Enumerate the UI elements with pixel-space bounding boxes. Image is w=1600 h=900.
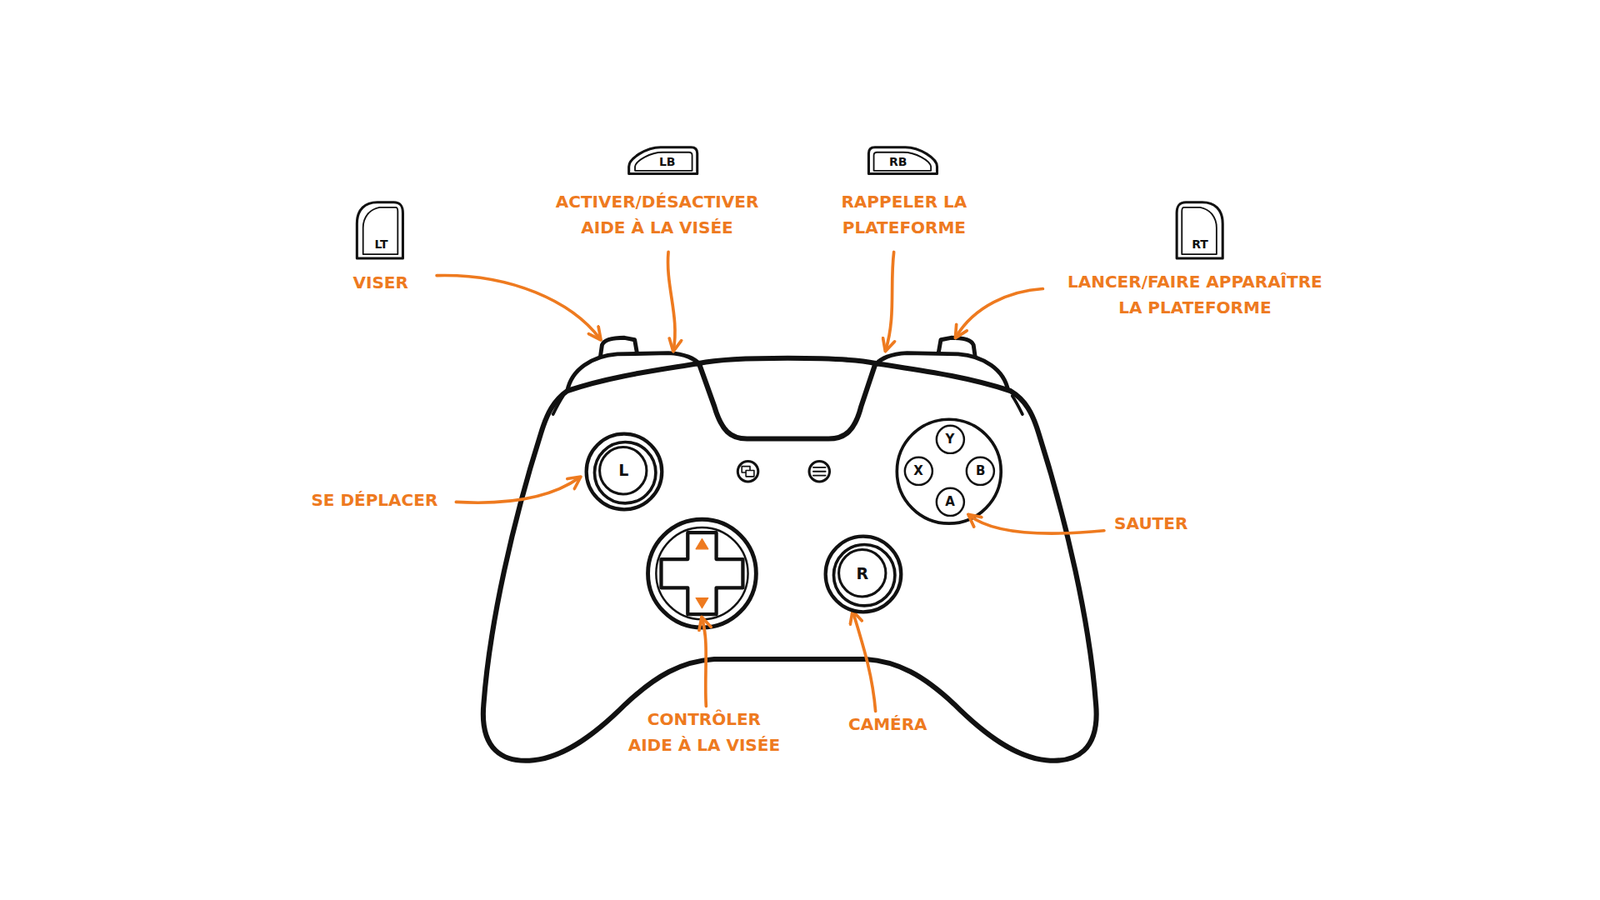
view-button bbox=[737, 460, 758, 481]
face-button-ring bbox=[896, 419, 1001, 524]
face-button-circle bbox=[905, 457, 933, 485]
button-letter: LT bbox=[374, 238, 388, 250]
button-letter: LB bbox=[659, 155, 676, 168]
callout-label: SE DÉPLACER bbox=[310, 487, 438, 514]
bumper-outline bbox=[628, 146, 697, 174]
trigger-inner bbox=[1181, 207, 1217, 255]
thumbstick: L bbox=[583, 430, 665, 513]
face-button: Y bbox=[935, 424, 966, 455]
bumper-icon bbox=[628, 146, 697, 174]
button-letter: A bbox=[945, 495, 955, 509]
controller-body bbox=[483, 337, 1097, 760]
shoulder-button-icon: LT bbox=[350, 199, 409, 260]
leader-line bbox=[455, 477, 580, 503]
callout-label: ACTIVER/DÉSACTIVER AIDE À LA VISÉE bbox=[555, 189, 760, 241]
dpad-ring bbox=[648, 519, 757, 628]
leader-line bbox=[969, 515, 1105, 534]
stick-ring bbox=[833, 545, 895, 606]
trigger-icon bbox=[1176, 201, 1223, 258]
trigger-outline bbox=[357, 201, 404, 258]
button-letter: R bbox=[856, 565, 870, 582]
leader-lines bbox=[436, 251, 1105, 711]
shoulder-button-icon: LB bbox=[625, 144, 700, 177]
face-button-circle bbox=[935, 488, 964, 516]
callout-label: RAPPELER LA PLATEFORME bbox=[826, 189, 982, 241]
face-button: B bbox=[965, 455, 996, 487]
stick-cap bbox=[600, 446, 647, 494]
thumbstick: R bbox=[822, 533, 905, 615]
face-button: A bbox=[935, 486, 966, 518]
dpad-ring bbox=[655, 527, 748, 620]
callout-label: CONTRÔLER AIDE À LA VISÉE bbox=[626, 706, 781, 759]
callout-label: LANCER/FAIRE APPARAÎTRE LA PLATEFORME bbox=[1066, 269, 1324, 321]
trigger-icon bbox=[357, 201, 404, 258]
stick-ring bbox=[595, 441, 656, 503]
face-button: X bbox=[903, 455, 935, 487]
leader-line bbox=[885, 251, 895, 350]
leader-line bbox=[853, 612, 876, 712]
shoulder-line bbox=[1012, 395, 1023, 415]
menu-button bbox=[809, 460, 830, 481]
bumper-inner bbox=[635, 151, 693, 170]
button-outline bbox=[1171, 199, 1230, 260]
leader-line bbox=[701, 618, 706, 706]
shoulder-button-icon: RT bbox=[1171, 199, 1230, 260]
callout-label: SAUTER bbox=[1114, 510, 1188, 537]
trigger-outline bbox=[1176, 201, 1223, 258]
view-icon bbox=[745, 470, 755, 476]
bumper-inner bbox=[873, 151, 931, 170]
top-edge bbox=[699, 358, 876, 364]
leader-line bbox=[955, 289, 1043, 338]
shoulder-button-icon: RB bbox=[866, 144, 940, 177]
leader-line bbox=[436, 275, 600, 339]
menu-icon bbox=[813, 467, 826, 476]
button-outline bbox=[350, 199, 409, 260]
face-button-circle bbox=[966, 457, 995, 485]
button-letter: X bbox=[913, 465, 924, 478]
shoulder-line bbox=[553, 395, 564, 415]
button-letter: RB bbox=[889, 155, 907, 168]
callout-label: VISER bbox=[353, 270, 409, 296]
callout-label: CAMÉRA bbox=[848, 711, 928, 738]
face-button-circle bbox=[935, 425, 964, 454]
dpad-cross bbox=[660, 532, 743, 615]
trigger-inner bbox=[363, 207, 399, 255]
stick-ring bbox=[825, 536, 902, 613]
bumper-icon bbox=[868, 146, 937, 174]
button-letter: B bbox=[975, 465, 985, 478]
dpad-up-arrow bbox=[695, 539, 709, 550]
controller-outline bbox=[483, 363, 1097, 761]
bumper-outline bbox=[868, 146, 937, 174]
button-letter: L bbox=[618, 462, 629, 479]
dpad-down-arrow bbox=[695, 598, 709, 609]
button-letter: Y bbox=[945, 433, 955, 446]
leader-line bbox=[668, 251, 675, 350]
stick-ring bbox=[586, 433, 663, 510]
stick-cap bbox=[839, 550, 886, 597]
button-letter: RT bbox=[1191, 238, 1209, 250]
